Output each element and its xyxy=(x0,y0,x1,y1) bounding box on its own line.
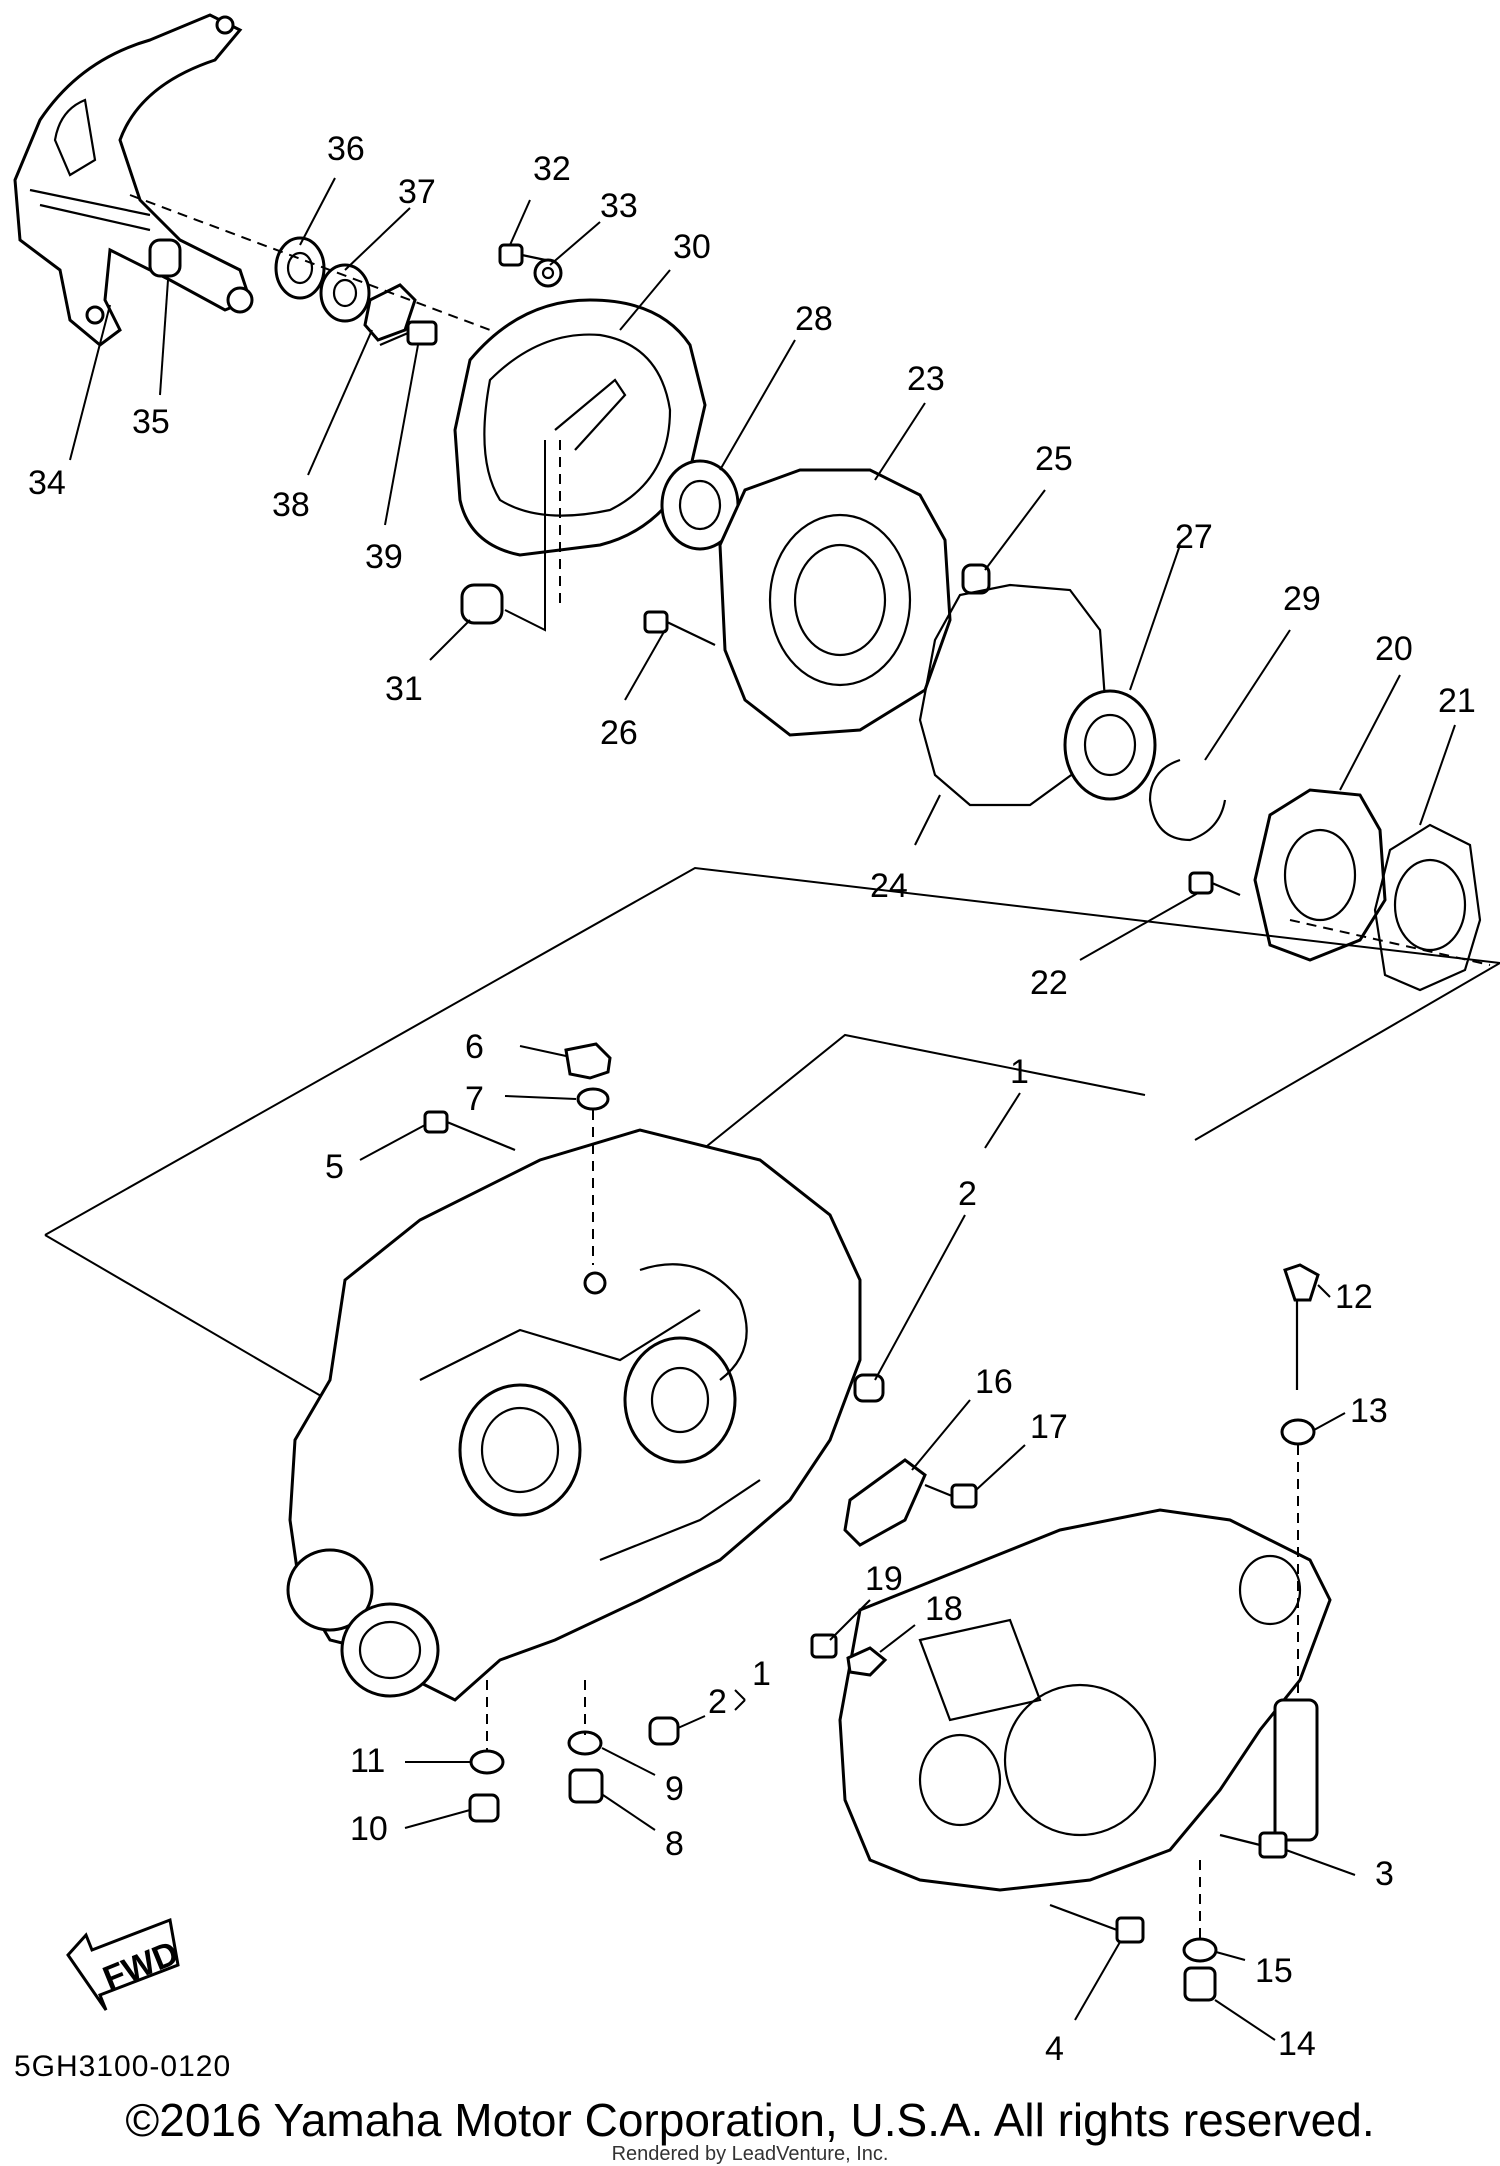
part-25-dowel xyxy=(961,563,991,595)
callout-1-upper: 1 xyxy=(1010,1053,1029,1091)
callout-37: 37 xyxy=(398,173,436,211)
fwd-arrow: FWD xyxy=(66,1917,184,2011)
callout-13: 13 xyxy=(1350,1392,1388,1430)
upper-assembly xyxy=(13,13,1491,992)
callout-28: 28 xyxy=(795,300,833,338)
part-36-bearing xyxy=(274,236,326,300)
callout-29: 29 xyxy=(1283,580,1321,618)
callout-27: 27 xyxy=(1175,518,1213,556)
callout-30: 30 xyxy=(673,228,711,266)
part-39-bolt xyxy=(379,320,438,347)
callout-25: 25 xyxy=(1035,440,1073,478)
part-26-bolt xyxy=(643,610,716,646)
callout-22: 22 xyxy=(1030,964,1068,1002)
part-20-plate xyxy=(1253,788,1387,962)
callout-33: 33 xyxy=(600,187,638,225)
part-22-bolt xyxy=(1188,871,1241,897)
part-38-plate xyxy=(363,283,417,342)
callout-17: 17 xyxy=(1030,1408,1068,1446)
callout-9: 9 xyxy=(665,1770,684,1808)
callout-1-lower: 1 xyxy=(752,1655,771,1693)
callout-36: 36 xyxy=(327,130,365,168)
callout-11: 11 xyxy=(350,1742,385,1780)
part-31-collar xyxy=(460,583,504,625)
small-parts xyxy=(423,1042,1320,2002)
callout-32: 32 xyxy=(533,150,571,188)
right-crankcase xyxy=(838,1508,1332,1892)
part-23-housing xyxy=(718,468,952,737)
callout-18: 18 xyxy=(925,1590,963,1628)
callout-4: 4 xyxy=(1045,2030,1064,2068)
part-35-bushing xyxy=(148,238,182,278)
part-27-bearing xyxy=(1063,689,1157,801)
callout-labels: 36 37 32 33 30 28 23 25 27 29 20 21 34 3… xyxy=(28,130,1476,2068)
part-33-washer xyxy=(533,258,563,288)
callout-2-upper: 2 xyxy=(958,1175,977,1213)
callout-20: 20 xyxy=(1375,630,1413,668)
callout-24: 24 xyxy=(870,867,908,905)
callout-16: 16 xyxy=(975,1363,1013,1401)
callout-7: 7 xyxy=(465,1080,484,1118)
callout-38: 38 xyxy=(272,486,310,524)
callout-31: 31 xyxy=(385,670,423,708)
callout-19: 19 xyxy=(865,1560,903,1598)
leader-lines xyxy=(69,177,1456,2041)
callout-34: 34 xyxy=(28,464,66,502)
callout-3: 3 xyxy=(1375,1855,1394,1893)
callout-10: 10 xyxy=(350,1810,388,1848)
callout-21: 21 xyxy=(1438,682,1476,720)
rendered-by-notice: Rendered by LeadVenture, Inc. xyxy=(611,2143,889,2165)
callout-8: 8 xyxy=(665,1825,684,1863)
part-21-gasket xyxy=(1373,823,1482,992)
callout-23: 23 xyxy=(907,360,945,398)
part-34-cover xyxy=(13,13,254,347)
callout-12: 12 xyxy=(1335,1278,1373,1316)
callout-2-lower: 2 xyxy=(708,1683,727,1721)
part-29-circlip xyxy=(1148,758,1227,842)
callout-35: 35 xyxy=(132,403,170,441)
callout-6: 6 xyxy=(465,1028,484,1066)
callout-39: 39 xyxy=(365,538,403,576)
left-crankcase xyxy=(286,1128,862,1702)
copyright-notice: ©2016 Yamaha Motor Corporation, U.S.A. A… xyxy=(125,2094,1375,2146)
callout-5: 5 xyxy=(325,1148,344,1186)
part-37-bearing xyxy=(319,263,371,323)
callout-15: 15 xyxy=(1255,1952,1293,1990)
callout-26: 26 xyxy=(600,714,638,752)
callout-14: 14 xyxy=(1278,2025,1316,2063)
diagram-code: 5GH3100-0120 xyxy=(14,2050,232,2083)
